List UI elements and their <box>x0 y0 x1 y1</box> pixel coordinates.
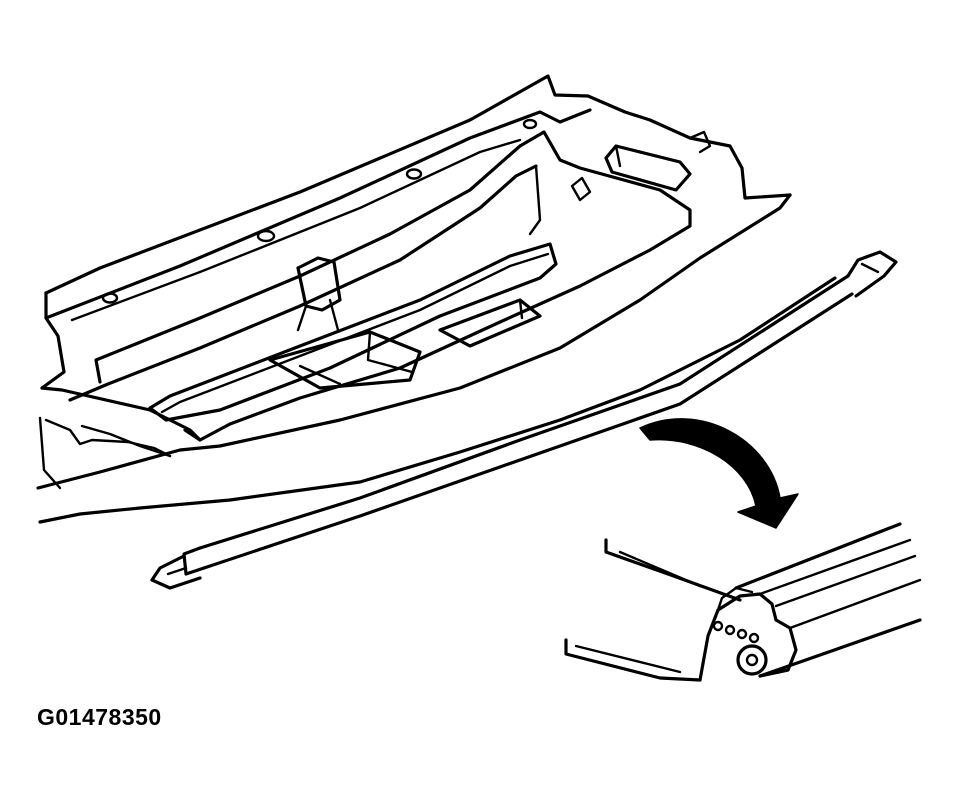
flange-hole-2 <box>256 229 276 243</box>
figure-id-label: G01478350 <box>37 704 162 730</box>
flange-hole-1 <box>101 292 119 304</box>
cargo-strap <box>150 250 898 590</box>
retainer-tooth <box>724 624 736 636</box>
curved-arrow <box>639 418 799 529</box>
retainer-boss <box>736 644 768 676</box>
retainer-tooth <box>712 620 724 632</box>
flange-hole-4 <box>522 118 538 130</box>
strap-end-retainer-detail <box>564 522 922 682</box>
flange-hole-3 <box>405 168 423 180</box>
retainer-tooth <box>748 632 760 644</box>
retainer-tooth <box>736 628 748 640</box>
trunk-floor-panel <box>36 74 837 524</box>
